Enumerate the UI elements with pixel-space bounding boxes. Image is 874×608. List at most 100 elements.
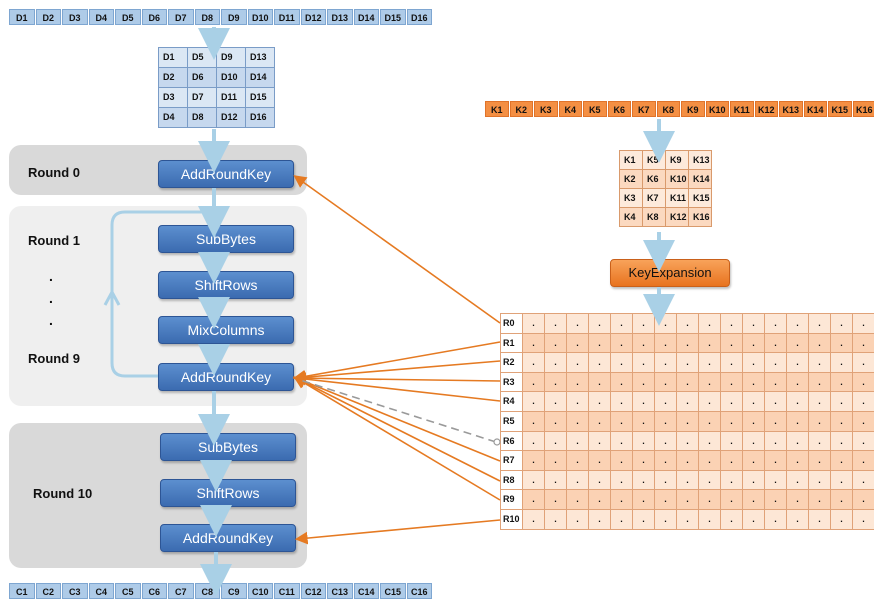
key-block: K16 xyxy=(852,101,874,117)
round-key-cell: . xyxy=(567,451,588,470)
addroundkey-round0-step: AddRoundKey xyxy=(158,160,294,188)
plaintext-block: D16 xyxy=(406,9,432,25)
round-key-cell: . xyxy=(831,392,852,411)
round-key-cell: . xyxy=(831,372,852,392)
plaintext-block: D3 xyxy=(62,9,88,25)
round-key-cell: . xyxy=(545,451,566,470)
round-key-cell: . xyxy=(677,353,698,372)
round-key-cell: . xyxy=(743,411,764,431)
round-key-cell: . xyxy=(831,431,852,451)
round-key-cell: . xyxy=(831,470,852,490)
ciphertext-block: C15 xyxy=(380,583,406,599)
state-cell: D13 xyxy=(246,48,274,67)
round-key-cell: . xyxy=(677,411,698,431)
plaintext-block: D5 xyxy=(115,9,141,25)
shiftrows-final-step: ShiftRows xyxy=(160,479,296,507)
round-key-cell: . xyxy=(589,314,610,333)
round0-label: Round 0 xyxy=(28,165,80,180)
round-key-cell: . xyxy=(743,490,764,509)
key-matrix-cell: K16 xyxy=(689,208,711,226)
round-key-cell: . xyxy=(743,431,764,451)
plaintext-block: D9 xyxy=(221,9,247,25)
round-key-cell: . xyxy=(523,372,544,392)
round-key-cell: . xyxy=(721,451,742,470)
round-key-cell: . xyxy=(765,490,786,509)
round-key-cell: . xyxy=(787,392,808,411)
round-key-cell: . xyxy=(699,411,720,431)
key-matrix-cell: K13 xyxy=(689,151,711,169)
round-key-cell: . xyxy=(611,353,632,372)
round-key-cell: . xyxy=(545,372,566,392)
key-block: K8 xyxy=(656,101,680,117)
round-key-cell: . xyxy=(765,333,786,353)
key-block: K7 xyxy=(632,101,656,117)
key-arrow-r9 xyxy=(293,376,501,501)
round-key-cell: . xyxy=(743,509,764,529)
ellipsis-dot-1: . xyxy=(49,268,53,284)
ellipsis-dot-3: . xyxy=(49,312,53,328)
round-key-cell: . xyxy=(787,353,808,372)
round-key-cell: . xyxy=(721,470,742,490)
round-key-cell: . xyxy=(699,470,720,490)
round-key-cell: . xyxy=(545,353,566,372)
round-key-cell: . xyxy=(589,333,610,353)
round-key-cell: . xyxy=(721,431,742,451)
round-key-cell: . xyxy=(655,333,676,353)
round-key-cell: . xyxy=(853,392,874,411)
key-block: K14 xyxy=(803,101,827,117)
subbytes-step: SubBytes xyxy=(158,225,294,253)
round-key-cell: . xyxy=(853,314,874,333)
round-key-cell: . xyxy=(633,470,654,490)
round-key-cell: . xyxy=(699,372,720,392)
round-key-label: R2 xyxy=(501,353,522,372)
round-key-cell: . xyxy=(699,353,720,372)
ciphertext-block: C16 xyxy=(406,583,432,599)
key-matrix-cell: K1 xyxy=(620,151,642,169)
round-key-cell: . xyxy=(633,372,654,392)
round-key-cell: . xyxy=(831,333,852,353)
round-key-cell: . xyxy=(809,372,830,392)
plaintext-block: D4 xyxy=(88,9,114,25)
state-cell: D12 xyxy=(217,108,245,127)
plaintext-block: D15 xyxy=(380,9,406,25)
state-cell: D6 xyxy=(188,68,216,87)
round-key-cell: . xyxy=(809,490,830,509)
round-key-cell: . xyxy=(743,333,764,353)
round-key-cell: . xyxy=(809,392,830,411)
round-key-cell: . xyxy=(611,333,632,353)
round-key-label: R3 xyxy=(501,372,522,392)
round-key-cell: . xyxy=(765,353,786,372)
key-matrix-cell: K4 xyxy=(620,208,642,226)
plaintext-block: D2 xyxy=(35,9,61,25)
round-key-cell: . xyxy=(567,490,588,509)
round-key-cell: . xyxy=(523,451,544,470)
round-key-cell: . xyxy=(655,353,676,372)
round-key-cell: . xyxy=(809,470,830,490)
key-arrow-r0 xyxy=(293,175,501,324)
round-key-cell: . xyxy=(677,490,698,509)
ciphertext-block: C5 xyxy=(115,583,141,599)
round-key-cell: . xyxy=(721,411,742,431)
round-key-cell: . xyxy=(611,451,632,470)
round-key-cell: . xyxy=(523,411,544,431)
round-key-cell: . xyxy=(567,314,588,333)
state-cell: D3 xyxy=(159,88,187,107)
key-block: K1 xyxy=(485,101,509,117)
key-block: K2 xyxy=(509,101,533,117)
round-key-cell: . xyxy=(545,333,566,353)
key-block: K6 xyxy=(607,101,631,117)
round-key-label: R1 xyxy=(501,333,522,353)
key-arrow-r2 xyxy=(292,360,501,384)
ellipsis-dot-2: . xyxy=(49,290,53,306)
round-key-cell: . xyxy=(655,509,676,529)
key-matrix-cell: K7 xyxy=(643,189,665,207)
round-key-cell: . xyxy=(853,431,874,451)
round-key-cell: . xyxy=(787,411,808,431)
round-key-cell: . xyxy=(545,509,566,529)
round-key-cell: . xyxy=(589,470,610,490)
round-key-cell: . xyxy=(831,314,852,333)
plaintext-block: D10 xyxy=(247,9,273,25)
